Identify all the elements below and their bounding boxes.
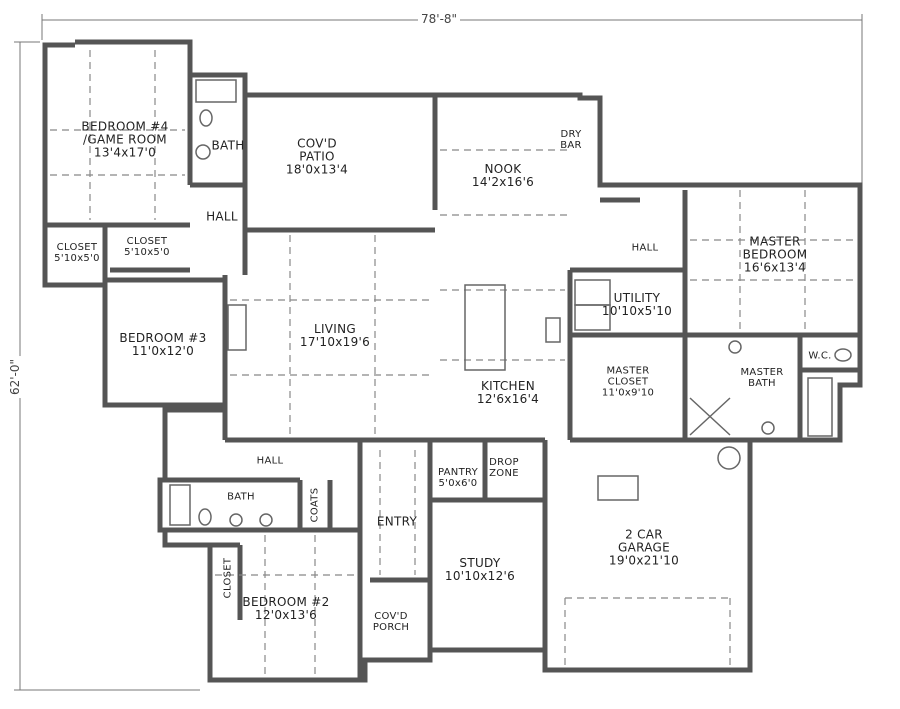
ceiling-lines — [50, 50, 855, 675]
water-heater-icon — [717, 446, 741, 470]
cooktop-icon — [545, 317, 561, 343]
room-coats: COATS — [309, 487, 321, 523]
sink-icon — [229, 513, 243, 527]
sink-icon — [761, 421, 775, 435]
master-tub-icon — [807, 377, 833, 437]
room-entry: ENTRY — [376, 514, 418, 529]
kitchen-island — [464, 284, 506, 371]
dryer-icon — [574, 304, 611, 331]
room-hall-upper: HALL — [206, 209, 238, 224]
fixtures — [169, 79, 852, 527]
toilet-icon — [199, 109, 213, 127]
room-hall-lower: HALL — [256, 455, 284, 467]
room-bath-upper: BATH — [211, 138, 245, 153]
sink-icon — [728, 340, 742, 354]
overall-width: 78'-8" — [418, 12, 461, 26]
bathtub-icon — [169, 484, 191, 526]
garage-fixture — [597, 475, 639, 501]
room-wc: W.C. — [808, 350, 832, 362]
room-bath-lower: BATH — [227, 491, 255, 503]
overall-depth: 62'-0" — [8, 355, 23, 399]
interior-walls — [45, 75, 860, 680]
sink-icon — [195, 144, 211, 160]
toilet-icon — [834, 348, 852, 362]
sink-icon — [259, 513, 273, 527]
room-hall-right: HALL — [631, 242, 659, 254]
toilet-icon — [198, 508, 212, 526]
bathtub-icon — [195, 79, 237, 103]
room-closet-c: CLOSET — [222, 557, 234, 599]
fireplace-icon — [227, 304, 247, 351]
